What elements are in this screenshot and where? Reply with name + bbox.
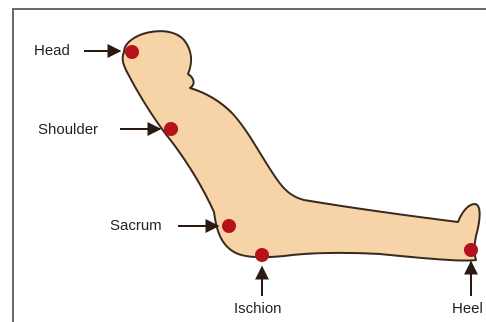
- pressure-point-shoulder: [164, 122, 178, 136]
- pressure-point-ischion: [255, 248, 269, 262]
- heel-label: Heel: [452, 301, 483, 316]
- body-silhouette: [123, 31, 480, 260]
- shoulder-label: Shoulder: [38, 122, 98, 137]
- pressure-point-sacrum: [222, 219, 236, 233]
- sacrum-label: Sacrum: [110, 218, 162, 233]
- ischion-label: Ischion: [234, 301, 282, 316]
- pressure-point-heel: [464, 243, 478, 257]
- head-label: Head: [34, 43, 70, 58]
- pressure-point-head: [125, 45, 139, 59]
